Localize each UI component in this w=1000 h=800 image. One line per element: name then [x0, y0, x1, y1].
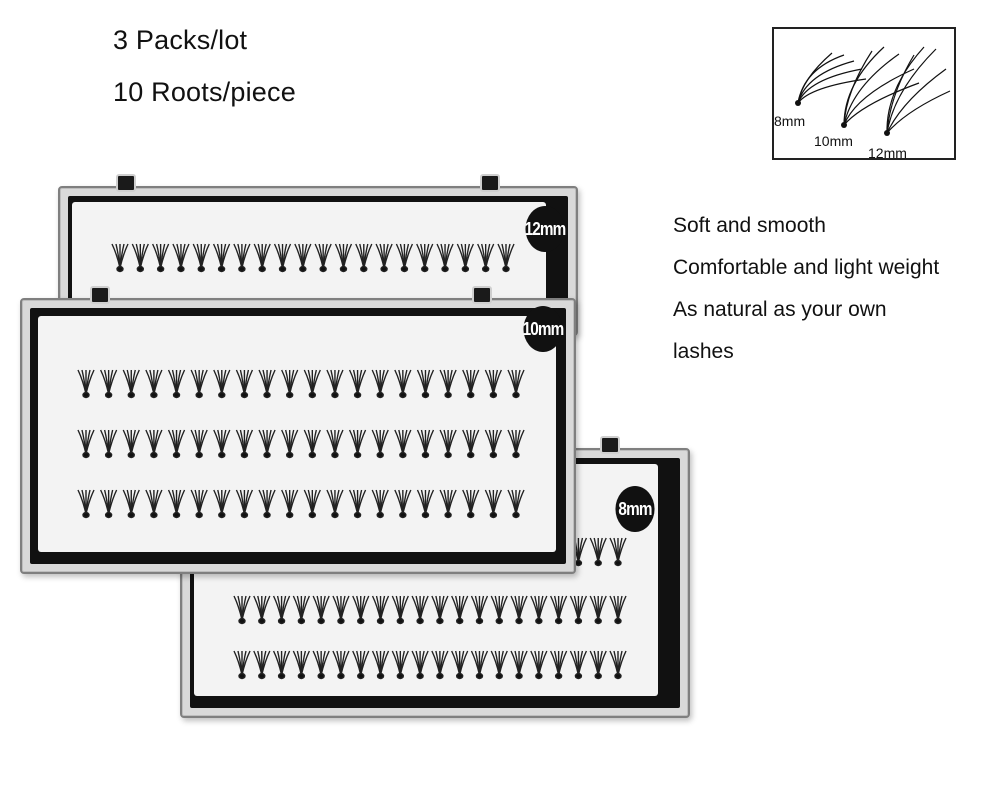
- headline-packs: 3 Packs/lot: [113, 25, 248, 55]
- lash-row: [194, 594, 658, 630]
- case-clip: [116, 174, 136, 192]
- lash-tray: [38, 316, 556, 552]
- lash-row: [72, 242, 546, 278]
- lash-cluster-illustration: [795, 46, 951, 136]
- feature-item: Comfortable and light weight: [673, 256, 940, 279]
- size-badge-8mm: 8mm: [615, 486, 655, 532]
- inset-label-8mm: 8mm: [774, 113, 806, 129]
- feature-list: Soft and smooth Comfortable and light we…: [673, 205, 993, 373]
- feature-item: Soft and smooth: [673, 214, 826, 237]
- size-badge-10mm: 10mm: [523, 306, 564, 352]
- case-clip: [480, 174, 500, 192]
- case-clip: [90, 286, 110, 304]
- inset-label-10mm: 10mm: [814, 133, 853, 149]
- headline-roots: 10 Roots/piece: [113, 77, 296, 107]
- case-clip: [472, 286, 492, 304]
- lash-row: [38, 488, 556, 524]
- lash-pack-10mm: 10mm: [20, 286, 576, 574]
- feature-item: lashes: [673, 340, 734, 363]
- lash-row: [38, 428, 556, 464]
- size-badge-12mm: 12mm: [525, 206, 566, 252]
- case-clip: [600, 436, 620, 454]
- feature-item: As natural as your own: [673, 298, 887, 321]
- lash-row: [194, 649, 658, 685]
- lash-length-inset: 8mm 10mm 12mm: [772, 27, 956, 161]
- lash-row: [38, 368, 556, 404]
- inset-label-12mm: 12mm: [868, 145, 907, 161]
